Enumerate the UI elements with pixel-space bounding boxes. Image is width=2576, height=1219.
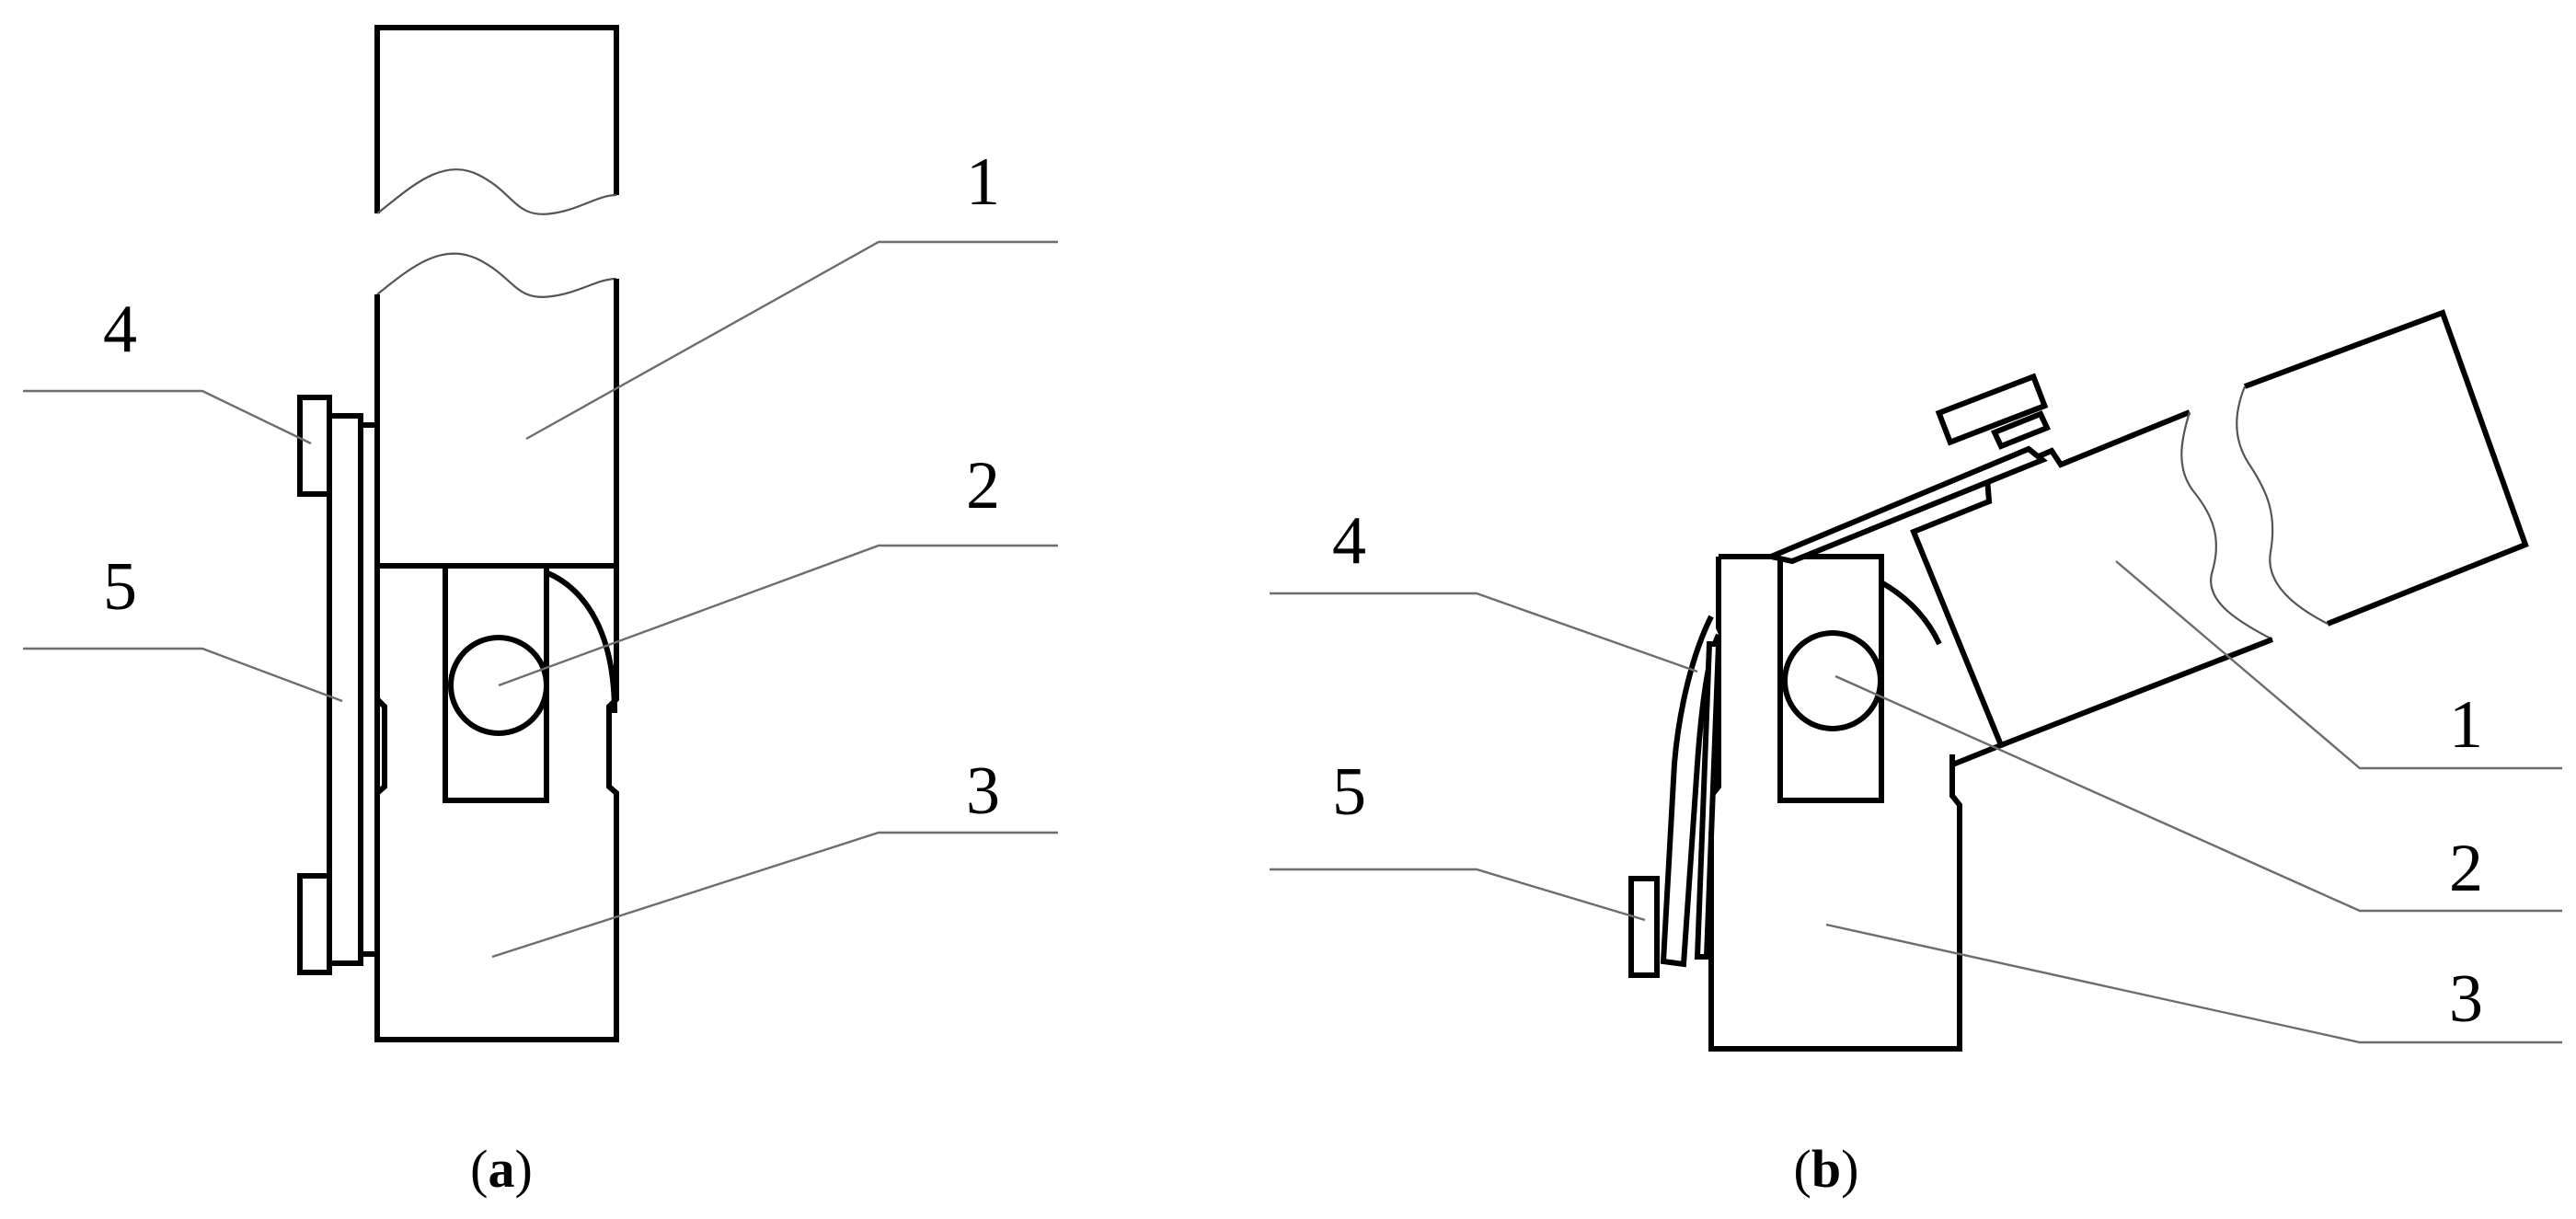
panel-b-upper-link-lower	[1910, 409, 2191, 768]
panel-b-callout-2: 2	[2449, 831, 2483, 906]
panel-b-side-plate-inner	[1694, 641, 1722, 960]
panel-b-upper-link-bottom-edge	[1999, 637, 2274, 748]
panel-a-upper-link-lower	[374, 279, 619, 569]
panel-a-side-plate	[327, 413, 363, 966]
panel-a-lower-base	[374, 566, 619, 1042]
panel-b-leader-2	[1834, 674, 2562, 913]
panel-b-callouts: 1 2 3 4 5	[1332, 503, 2483, 1037]
panel-b-caption-letter: b	[1811, 1139, 1841, 1199]
panel-b-callout-3: 3	[2449, 961, 2483, 1037]
panel-a-callout-3: 3	[966, 753, 1000, 829]
panel-a-leader-3	[491, 831, 1058, 959]
panel-b-drawing	[1628, 309, 2529, 1052]
panel-a-caption: (a)	[470, 1139, 533, 1199]
panel-b: 1 2 3 4 5 (b)	[1270, 309, 2562, 1199]
panel-b-callout-5: 5	[1332, 754, 1366, 830]
panel-a-callout-5: 5	[103, 549, 137, 625]
panel-b-screw-upper-stem	[1990, 410, 2052, 450]
panel-b-leader-4	[1270, 592, 1698, 673]
panel-a-caption-letter: a	[489, 1139, 515, 1199]
panel-b-callout-1: 1	[2449, 687, 2483, 763]
panel-a-break-line-bottom	[376, 252, 617, 298]
panel-b-screw-lower	[1628, 876, 1660, 978]
panel-a-leader-5	[23, 647, 343, 703]
panel-a-leader-2	[498, 544, 1058, 687]
panel-a-callout-1: 1	[966, 144, 1000, 220]
panel-b-leader-5	[1270, 868, 1646, 922]
panel-a-break-line-top	[376, 168, 617, 215]
panel-b-callout-4: 4	[1332, 503, 1366, 579]
panel-b-leader-1	[2115, 560, 2562, 770]
panel-a-leader-1	[525, 240, 1058, 441]
panel-a-plate-inner	[358, 422, 380, 957]
panel-b-break-line-right	[2236, 385, 2329, 625]
panel-a-callout-4: 4	[103, 292, 137, 367]
panel-a-screw-lower	[297, 873, 332, 975]
panel-a-leader-4	[23, 389, 312, 445]
panel-b-leader-3	[1825, 923, 2562, 1044]
panel-b-break-line-left	[2180, 411, 2273, 640]
panel-b-upper-link-upper	[2243, 309, 2529, 627]
panel-a-screw-upper	[297, 395, 332, 497]
panel-b-pin	[1782, 630, 1883, 731]
panel-a-drawing	[297, 25, 619, 1042]
panel-a-leaders	[23, 240, 1058, 959]
panel-a-callouts: 1 2 3 4 5	[103, 144, 1000, 829]
panel-a-callout-2: 2	[966, 448, 1000, 523]
panel-b-screw-upper	[1935, 373, 2049, 446]
panel-b-lower-base	[1708, 557, 1962, 1052]
panel-a-upper-link-top	[374, 25, 619, 213]
panel-b-leaders	[1270, 560, 2562, 1044]
panel-a: 1 2 3 4 5 (a)	[23, 25, 1058, 1199]
panel-b-side-plate-upper	[1762, 445, 2048, 565]
panel-b-caption: (b)	[1794, 1139, 1859, 1199]
